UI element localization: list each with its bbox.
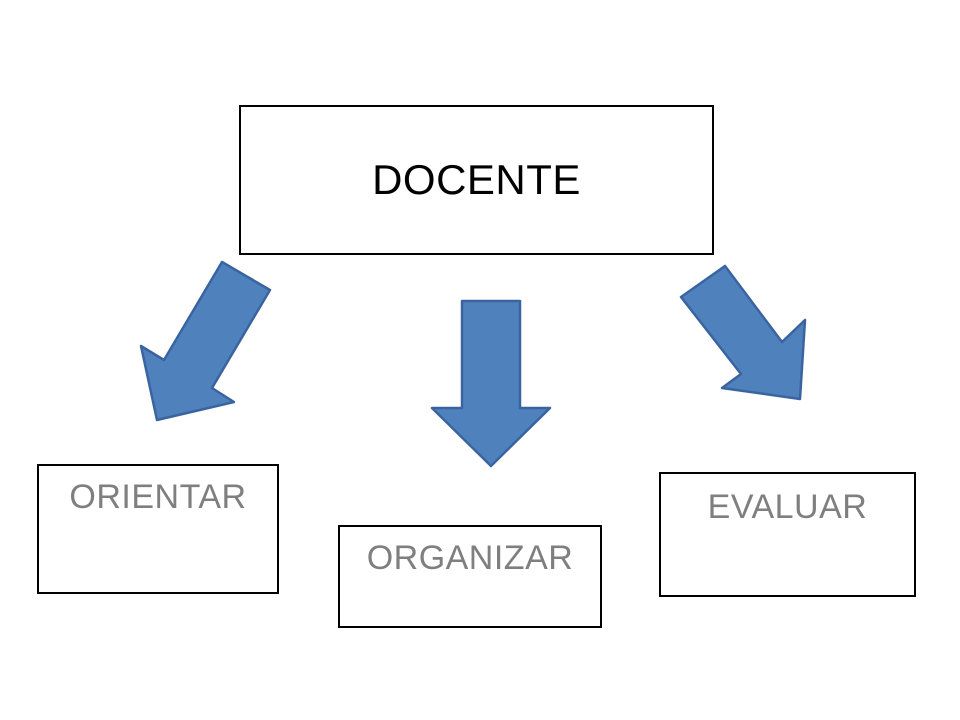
arrow-right-down — [679, 264, 807, 401]
root-box-docente: DOCENTE — [239, 105, 714, 255]
child-box-orientar: ORIENTAR — [37, 464, 279, 594]
child-label-evaluar: EVALUAR — [707, 488, 868, 526]
child-box-organizar: ORGANIZAR — [338, 525, 602, 628]
root-label: DOCENTE — [372, 156, 581, 203]
child-label-organizar: ORGANIZAR — [366, 539, 574, 577]
arrow-left-down — [139, 260, 272, 422]
child-box-evaluar: EVALUAR — [659, 472, 916, 597]
child-label-orientar: ORIENTAR — [69, 478, 247, 516]
arrow-down — [430, 299, 552, 468]
